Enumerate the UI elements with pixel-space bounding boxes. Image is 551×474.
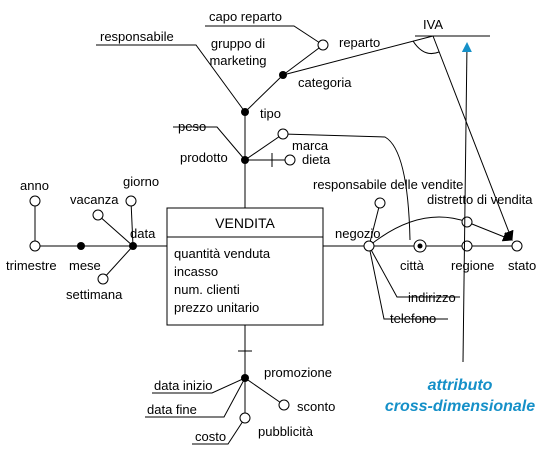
annotation-line-2: cross-dimensionale [385,398,535,415]
label-indirizzo: indirizzo [408,290,456,305]
node-sconto [278,399,290,411]
label-promozione: promozione [264,365,332,380]
node-promozione [241,374,249,382]
node-prodotto [241,156,249,164]
measure-num-clienti: num. clienti [174,282,240,297]
node-regione [461,240,473,252]
label-data-fine: data fine [147,402,197,417]
node-anno [29,195,41,207]
node-data [129,242,137,250]
node-negozio [363,240,375,252]
fact-title: VENDITA [215,215,275,231]
label-categoria: categoria [298,75,352,90]
label-marca: marca [292,138,329,153]
label-giorno: giorno [123,174,159,189]
label-costo: costo [195,429,226,444]
fact-box [166,207,324,326]
label-mese: mese [69,258,101,273]
annotation-arrow [461,42,472,363]
label-telefono: telefono [390,311,436,326]
node-stato [511,240,523,252]
node-trimestre [29,240,41,252]
annotation-line-1: attributo [428,377,493,394]
label-citta: città [400,258,425,273]
label-iva: IVA [423,17,443,32]
node-marca [277,128,289,140]
label-prodotto: prodotto [180,150,228,165]
label-vacanza: vacanza [70,192,119,207]
measure-quantita-venduta: quantità venduta [174,246,271,261]
label-settimana: settimana [66,287,123,302]
node-settimana [97,273,109,285]
label-data-inizio: data inizio [154,378,213,393]
label-pubblicita: pubblicità [258,424,314,439]
node-responsabile-vendite [374,197,386,209]
label-capo-reparto: capo reparto [209,9,282,24]
node-citta-inner [417,243,423,249]
promotion-dimension: promozione data inizio data fine sconto … [145,325,335,445]
label-negozio: negozio [335,226,381,241]
measure-incasso: incasso [174,264,218,279]
store-dimension: responsabile delle vendite distretto di … [313,177,536,326]
label-regione: regione [451,258,494,273]
node-tipo [241,108,249,116]
label-dieta: dieta [302,152,331,167]
node-dieta [284,154,296,166]
time-dimension: anno giorno vacanza data trimestre mese … [6,174,167,302]
node-vacanza [92,209,104,221]
cross-dimensional-annotation: attributo cross-dimensionale [385,42,535,415]
fact-vendita: VENDITA quantità venduta incasso num. cl… [166,207,324,326]
label-anno: anno [20,178,49,193]
node-mese [77,242,85,250]
label-gruppo-di: gruppo di [211,36,265,51]
measure-prezzo-unitario: prezzo unitario [174,300,259,315]
label-tipo: tipo [260,106,281,121]
label-peso: peso [178,119,206,134]
label-stato: stato [508,258,536,273]
node-pubblicita [239,412,251,424]
node-reparto [317,39,329,51]
node-distretto-vendita [461,216,473,228]
label-reparto: reparto [339,35,380,50]
label-marketing: marketing [209,53,266,68]
label-responsabile: responsabile [100,29,174,44]
product-dimension: capo reparto reparto responsabile gruppo… [96,9,514,241]
label-responsabile-vendite: responsabile delle vendite [313,177,463,192]
label-data: data [130,226,156,241]
label-sconto: sconto [297,399,335,414]
label-distretto-vendita: distretto di vendita [427,192,533,207]
node-giorno [125,195,137,207]
node-categoria [279,71,287,79]
label-trimestre: trimestre [6,258,57,273]
